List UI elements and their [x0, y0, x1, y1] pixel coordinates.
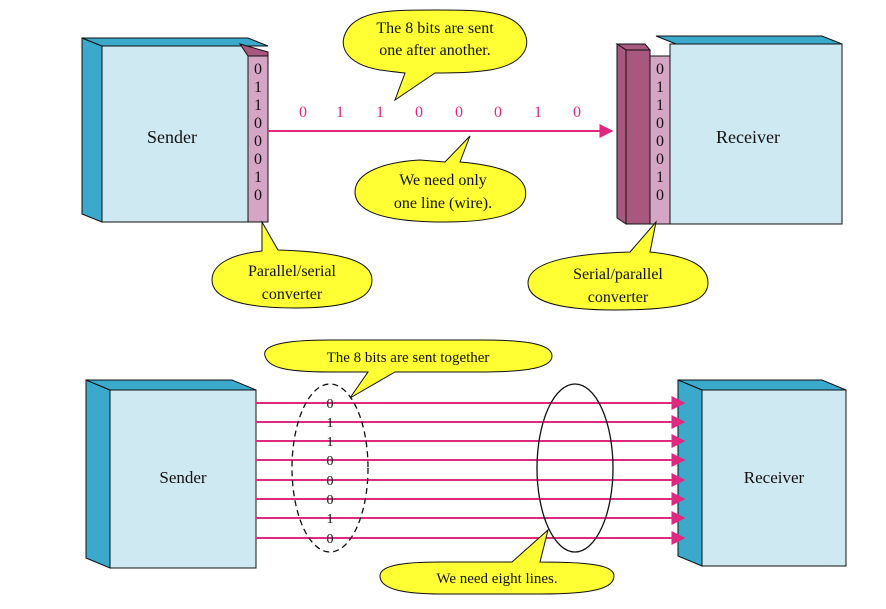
parallel-bit-2: 1 — [327, 435, 334, 450]
parallel-sender-box: Sender — [85, 379, 257, 569]
sp-converter: 0 1 1 0 0 0 1 0 — [615, 43, 671, 225]
parallel-receiver-box: Receiver — [677, 379, 847, 567]
bits-group-ellipse — [291, 383, 369, 553]
callout-one-line-line1: We need only — [399, 172, 487, 189]
ps-bit-1: 1 — [254, 79, 262, 96]
parallel-wires — [256, 396, 686, 545]
parallel-section: Sender Receiver 0 1 1 0 0 0 — [85, 339, 847, 595]
serial-receiver-box: Receiver — [655, 35, 843, 225]
callout-sp-converter: Serial/parallel converter — [527, 220, 709, 311]
serial-section: Sender 0 1 1 0 0 0 1 0 0 1 1 0 0 0 — [81, 9, 843, 311]
parallel-sender-label: Sender — [159, 468, 207, 487]
wire-bit-7: 0 — [573, 104, 581, 121]
callout-eight-lines-text: We need eight lines. — [436, 571, 557, 587]
callout-one-line: We need only one line (wire). — [354, 135, 527, 223]
parallel-bit-4: 0 — [327, 474, 334, 489]
parallel-bit-3: 0 — [327, 454, 334, 469]
sp-bit-2: 1 — [656, 97, 664, 114]
wire-bit-1: 1 — [336, 104, 344, 121]
ps-bit-7: 0 — [254, 187, 262, 204]
wire-bit-0: 0 — [299, 104, 307, 121]
callout-one-line-line2: one line (wire). — [394, 195, 492, 212]
callout-ps-converter: Parallel/serial converter — [211, 220, 373, 309]
callout-serial-top: The 8 bits are sent one after another. — [342, 9, 528, 102]
sp-bit-6: 1 — [656, 169, 664, 186]
callout-serial-top-line2: one after another. — [379, 42, 491, 59]
wire-bit-5: 0 — [494, 104, 502, 121]
callout-ps-line2: converter — [262, 286, 323, 303]
parallel-bit-0: 0 — [327, 397, 334, 412]
parallel-bit-1: 1 — [327, 416, 334, 431]
ps-bit-3: 0 — [254, 115, 262, 132]
lines-group-ellipse — [536, 383, 614, 553]
ps-bit-2: 1 — [254, 97, 262, 114]
sp-bit-7: 0 — [656, 187, 664, 204]
callout-serial-top-line1: The 8 bits are sent — [376, 20, 494, 37]
ps-bit-0: 0 — [254, 61, 262, 78]
serial-sender-label: Sender — [147, 127, 197, 147]
parallel-bit-6: 1 — [327, 512, 334, 527]
sp-bit-3: 0 — [656, 115, 664, 132]
wire-bit-3: 0 — [415, 104, 423, 121]
ps-bit-5: 0 — [254, 151, 262, 168]
parallel-bit-7: 0 — [327, 532, 334, 547]
callout-eight-lines: We need eight lines. — [379, 528, 615, 595]
wire-bit-6: 1 — [534, 104, 542, 121]
serial-sender-box: Sender — [81, 37, 269, 223]
sp-bit-1: 1 — [656, 79, 664, 96]
callout-parallel-top-text: The 8 bits are sent together — [327, 350, 490, 366]
callout-sp-line1: Serial/parallel — [573, 266, 663, 283]
wire-bit-2: 1 — [376, 104, 384, 121]
serial-receiver-label: Receiver — [716, 127, 780, 147]
parallel-bit-5: 0 — [327, 493, 334, 508]
ps-converter: 0 1 1 0 0 0 1 0 — [238, 43, 269, 223]
sp-bit-5: 0 — [656, 151, 664, 168]
parallel-receiver-label: Receiver — [744, 468, 805, 487]
wire-bit-4: 0 — [455, 104, 463, 121]
ps-bit-6: 1 — [254, 169, 262, 186]
callout-ps-line1: Parallel/serial — [248, 263, 337, 280]
callout-sp-line2: converter — [588, 289, 649, 306]
ps-bit-4: 0 — [254, 133, 262, 150]
sp-bit-4: 0 — [656, 133, 664, 150]
sp-bit-0: 0 — [656, 61, 664, 78]
callout-parallel-top: The 8 bits are sent together — [264, 339, 553, 399]
